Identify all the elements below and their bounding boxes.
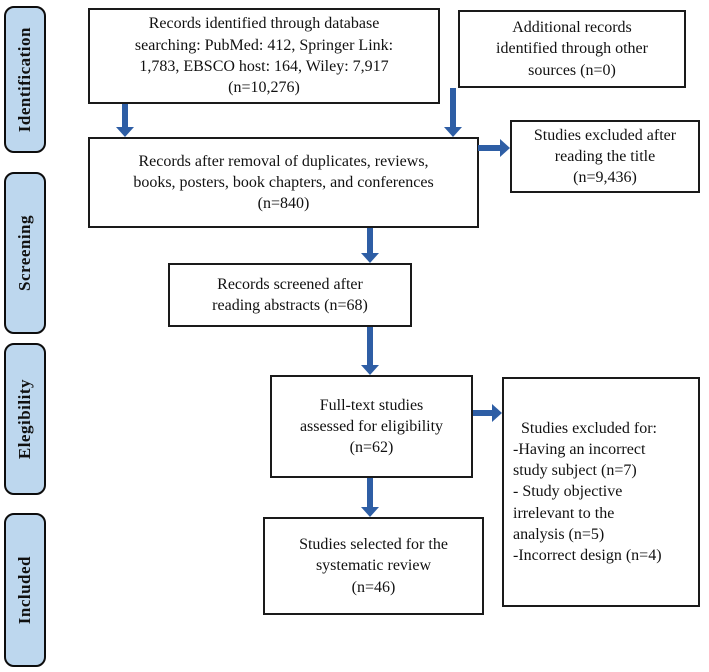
arrow-screened-to-fulltext (361, 327, 379, 375)
stage-eligibility: Elegibility (4, 343, 46, 495)
arrow-head-icon (492, 404, 502, 422)
arrow-head-icon (361, 253, 379, 263)
arrow-head-icon (361, 365, 379, 375)
arrow-head-icon (444, 127, 462, 137)
box-records-identified: Records identified through database sear… (88, 8, 440, 104)
box-additional-records: Additional records identified through ot… (458, 10, 686, 88)
box-records-after-removal: Records after removal of duplicates, rev… (88, 137, 479, 228)
box-studies-selected: Studies selected for the systematic revi… (263, 517, 484, 615)
arrow-shaft (367, 228, 373, 254)
arrow-removal-to-excluded-title (478, 139, 510, 157)
arrow-fulltext-to-excluded (473, 404, 502, 422)
arrow-shaft (450, 88, 456, 128)
box-records-screened: Records screened after reading abstracts… (168, 263, 412, 327)
stage-included-label: Included (15, 555, 34, 625)
arrow-removal-to-screened (361, 228, 379, 263)
stage-screening: Screening (4, 172, 46, 334)
stage-screening-label: Screening (15, 215, 34, 291)
stage-identification-label: Identification (15, 26, 34, 133)
arrow-shaft (122, 104, 128, 128)
arrow-shaft (478, 145, 501, 151)
arrow-head-icon (116, 127, 134, 137)
box-excluded-fulltext: Studies excluded for: -Having an incorre… (502, 377, 700, 607)
arrow-additional-to-removal (444, 88, 462, 137)
stage-identification: Identification (4, 6, 46, 153)
box-fulltext-assessed: Full-text studies assessed for eligibili… (270, 375, 473, 478)
box-excluded-after-title: Studies excluded after reading the title… (510, 120, 700, 193)
arrow-shaft (473, 410, 493, 416)
arrow-identified-to-removal (116, 104, 134, 137)
stage-included: Included (4, 513, 46, 667)
stage-eligibility-label: Elegibility (15, 378, 34, 460)
arrow-head-icon (500, 139, 510, 157)
arrow-head-icon (361, 507, 379, 517)
arrow-fulltext-to-selected (361, 478, 379, 517)
arrow-shaft (367, 478, 373, 508)
arrow-shaft (367, 327, 373, 366)
